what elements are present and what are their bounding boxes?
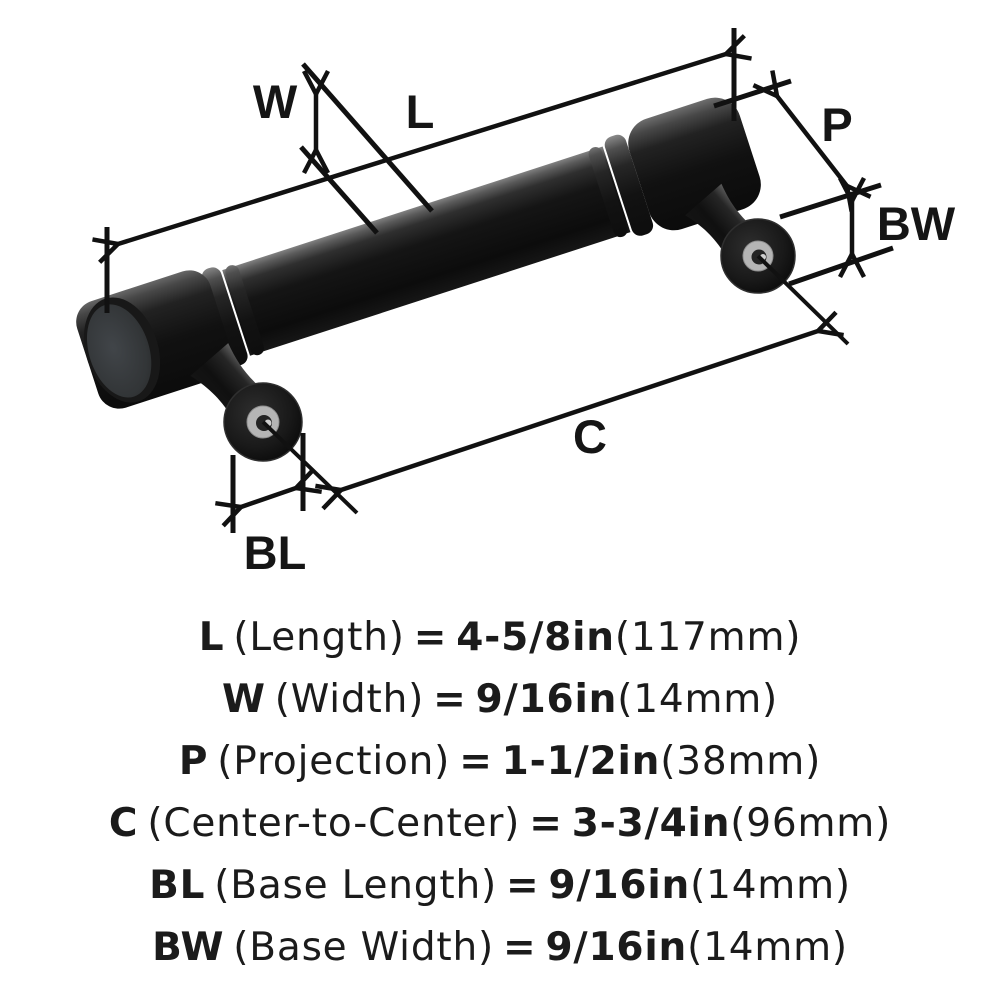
spec-metric: (14mm) [690, 863, 851, 908]
dimension-lines [107, 28, 894, 533]
handle-bar [76, 97, 761, 409]
spec-value: 9/16in [548, 863, 691, 908]
dimension-line-p [777, 96, 847, 186]
spec-metric: (117mm) [614, 615, 802, 660]
label-l: L [406, 85, 435, 138]
spec-line-projection: P(Projection)=1-1/2in(38mm) [0, 731, 1000, 793]
bar-cylinder [222, 146, 631, 356]
spec-value: 1-1/2in [501, 739, 661, 784]
spec-line-length: L(Length)=4-5/8in(117mm) [0, 607, 1000, 669]
left-cap-face [86, 304, 152, 398]
left-ring-small [225, 265, 265, 356]
spec-key: W [221, 677, 266, 722]
w-extension-tick-bottom [299, 145, 379, 235]
spec-name: (Base Length) [214, 863, 497, 908]
spec-metric: (96mm) [730, 801, 892, 846]
spec-metric: (38mm) [660, 739, 822, 784]
equals-sign: = [459, 739, 493, 784]
dimension-line-l [118, 54, 726, 244]
spec-name: (Width) [274, 677, 425, 722]
spec-key: C [108, 801, 139, 846]
dimension-arrow-bl [241, 488, 296, 507]
handle-diagram-svg: W L P BW C BL [76, 28, 956, 579]
spec-list: L(Length)=4-5/8in(117mm) W(Width)=9/16in… [0, 607, 1000, 979]
spec-key: BL [149, 863, 206, 908]
label-c: C [573, 410, 607, 463]
spec-name: (Base Width) [233, 925, 494, 970]
spec-key: L [198, 615, 225, 660]
equals-sign: = [433, 677, 467, 722]
bw-extension-tick-top [779, 182, 882, 220]
left-ring-large [201, 267, 248, 366]
label-p: P [821, 98, 852, 151]
equals-sign: = [529, 801, 563, 846]
equals-sign: = [413, 615, 448, 660]
label-bl: BL [244, 526, 307, 579]
spec-value: 9/16in [475, 677, 618, 722]
spec-line-base-length: BL(Base Length)=9/16in(14mm) [0, 855, 1000, 917]
spec-key: P [178, 739, 209, 784]
spec-value: 4-5/8in [456, 615, 615, 660]
spec-line-base-width: BW(Base Width)=9/16in(14mm) [0, 917, 1000, 979]
spec-name: (Projection) [217, 739, 451, 784]
dimension-labels: W L P BW C BL [244, 75, 956, 579]
spec-line-width: W(Width)=9/16in(14mm) [0, 669, 1000, 731]
spec-metric: (14mm) [687, 925, 848, 970]
spec-value: 3-3/4in [571, 801, 731, 846]
label-bw: BW [877, 197, 956, 250]
spec-key: BW [152, 925, 225, 970]
spec-name: (Center-to-Center) [147, 801, 521, 846]
equals-sign: = [503, 925, 537, 970]
spec-value: 9/16in [545, 925, 688, 970]
c-leader-left [261, 420, 359, 515]
dimension-line-c [341, 331, 818, 490]
spec-metric: (14mm) [617, 677, 779, 722]
label-w: W [253, 75, 298, 128]
equals-sign: = [505, 863, 540, 908]
spec-line-center-to-center: C(Center-to-Center)=3-3/4in(96mm) [0, 793, 1000, 855]
bw-extension-tick-bottom [788, 245, 894, 287]
spec-name: (Length) [233, 615, 405, 660]
